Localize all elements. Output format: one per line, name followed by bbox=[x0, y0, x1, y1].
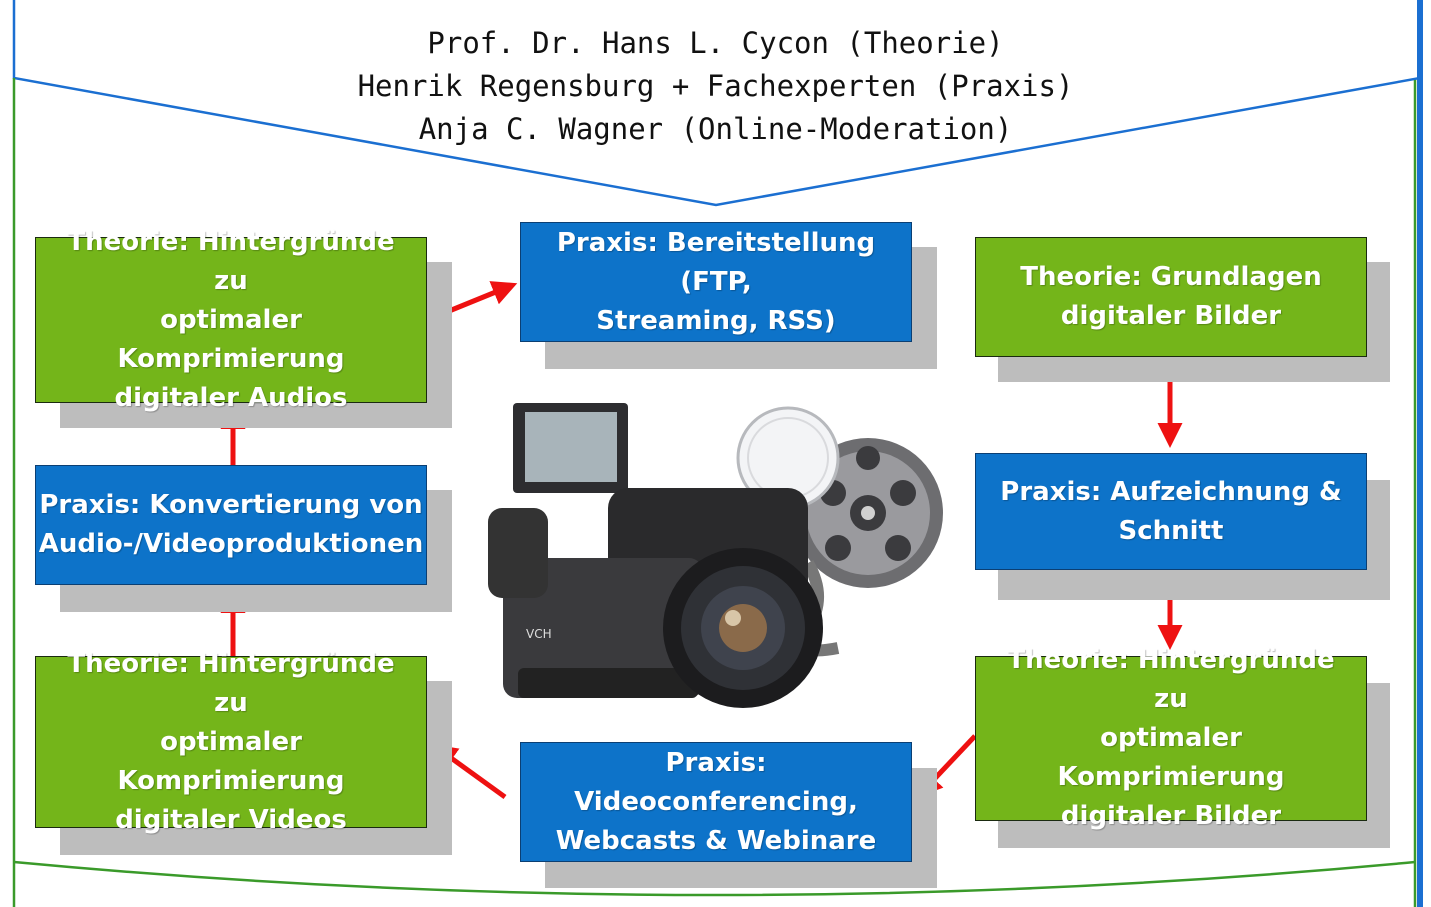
node-line: digitaler Bilder bbox=[1060, 801, 1282, 831]
node-line: Praxis: Aufzeichnung & bbox=[1000, 476, 1342, 507]
node-line: Schnitt bbox=[1118, 515, 1224, 546]
node-line: digitaler Audios bbox=[114, 382, 348, 413]
camcorder-icon: VCH bbox=[488, 403, 823, 708]
node-line: digitaler Bilder bbox=[1060, 301, 1282, 331]
node-line: Praxis: Videoconferencing, bbox=[574, 747, 858, 817]
header-line-2: Henrik Regensburg + Fachexperten (Praxis… bbox=[357, 69, 1074, 103]
node-line: Webcasts & Webinare bbox=[555, 825, 877, 856]
header-line-1: Prof. Dr. Hans L. Cycon (Theorie) bbox=[427, 26, 1004, 60]
node-line: Theorie: Hintergründe zu bbox=[67, 226, 395, 296]
svg-text:VCH: VCH bbox=[526, 627, 552, 641]
node-line: Audio-/Videoproduktionen bbox=[38, 529, 424, 559]
node-line: optimaler Komprimierung bbox=[117, 726, 345, 796]
node-line: optimaler Komprimierung bbox=[1057, 723, 1285, 792]
node-line: Theorie: Hintergründe zu bbox=[67, 648, 395, 718]
node-line: Praxis: Bereitstellung (FTP, bbox=[556, 227, 876, 297]
node-line: digitaler Videos bbox=[115, 804, 347, 835]
node-line: optimaler Komprimierung bbox=[117, 304, 345, 374]
node-line: Praxis: Konvertierung von bbox=[39, 490, 423, 520]
instructors-header: Prof. Dr. Hans L. Cycon (Theorie) Henrik… bbox=[200, 22, 1231, 151]
header-line-3: Anja C. Wagner (Online-Moderation) bbox=[418, 112, 1013, 146]
node-line: Theorie: Grundlagen bbox=[1020, 262, 1322, 292]
camcorder-illustration: VCH bbox=[488, 403, 943, 708]
node-line: Streaming, RSS) bbox=[596, 305, 836, 336]
node-line: Theorie: Hintergründe zu bbox=[1007, 645, 1335, 714]
